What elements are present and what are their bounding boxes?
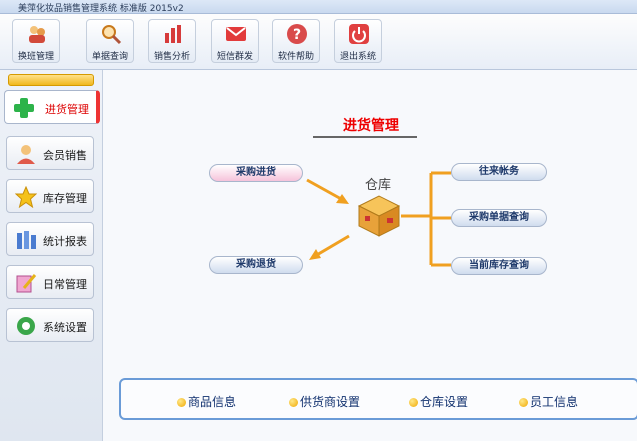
receipt-query-button[interactable]: 单据查询	[86, 19, 134, 63]
power-icon	[349, 24, 369, 44]
sidebar-item-purchase[interactable]: 进货管理	[4, 90, 100, 124]
envelope-icon	[226, 27, 246, 41]
svg-text:?: ?	[293, 27, 301, 43]
bullet-icon	[409, 398, 418, 407]
sales-analysis-button[interactable]: 销售分析	[148, 19, 196, 63]
title-underline	[313, 136, 417, 138]
shift-change-icon	[29, 26, 45, 43]
shift-change-button[interactable]: 换班管理	[12, 19, 60, 63]
plus-icon	[14, 98, 34, 118]
report-icon	[17, 231, 36, 249]
quick-link-label: 仓库设置	[420, 395, 469, 409]
flow-connectors	[306, 171, 451, 267]
purchase-return-button[interactable]: 采购退货	[209, 256, 303, 274]
sms-broadcast-label: 短信群发	[216, 52, 253, 62]
receipt-query-label: 单据查询	[91, 52, 128, 62]
sidebar-item-label: 会员销售	[43, 149, 87, 162]
software-help-button[interactable]: ? 软件帮助	[272, 19, 320, 63]
sidebar-item-label: 日常管理	[43, 278, 87, 291]
sidebar-item-label: 统计报表	[43, 235, 87, 248]
shift-change-label: 换班管理	[17, 52, 54, 62]
sidebar-item-daily[interactable]: 日常管理	[6, 265, 94, 299]
toolbar: 换班管理 单据查询 销售分析 短信群发 ? 软件帮助	[0, 14, 637, 70]
software-help-label: 软件帮助	[277, 52, 314, 62]
warehouse-label: 仓库	[365, 178, 392, 193]
daily-icon	[16, 274, 37, 293]
sidebar-item-label: 进货管理	[45, 103, 89, 116]
bullet-icon	[177, 398, 186, 407]
sidebar: 进货管理 会员销售 库存管理 统计报表 日常管理	[0, 70, 102, 441]
window-title: 美萍化妆品销售管理系统 标准版 2015v2	[18, 4, 184, 14]
sales-analysis-label: 销售分析	[153, 52, 190, 62]
help-icon: ?	[287, 24, 307, 44]
sidebar-item-settings[interactable]: 系统设置	[6, 308, 94, 342]
page-title: 进货管理	[343, 118, 399, 134]
sidebar-item-label: 库存管理	[43, 192, 87, 205]
settings-gear-icon	[17, 317, 35, 335]
main-panel: 进货管理 采购进货 采购退货 仓库 往来帐务 采购单据查询 当前库存查询 商品信…	[102, 70, 637, 441]
quick-links-panel: 商品信息 供货商设置 仓库设置 员工信息	[119, 378, 637, 420]
purchase-in-button[interactable]: 采购进货	[209, 164, 303, 182]
star-icon	[15, 186, 37, 208]
current-stock-query-button[interactable]: 当前库存查询	[451, 257, 547, 275]
title-bar: 美萍化妆品销售管理系统 标准版 2015v2	[0, 0, 637, 14]
quick-link-product-info[interactable]: 商品信息	[177, 393, 236, 410]
bullet-icon	[289, 398, 298, 407]
purchase-receipt-query-button[interactable]: 采购单据查询	[451, 209, 547, 227]
sidebar-item-reports[interactable]: 统计报表	[6, 222, 94, 256]
exit-system-button[interactable]: 退出系统	[334, 19, 382, 63]
bar-chart-icon	[165, 25, 181, 43]
magnifier-icon	[102, 25, 122, 45]
account-dealings-button[interactable]: 往来帐务	[451, 163, 547, 181]
sidebar-item-member-sales[interactable]: 会员销售	[6, 136, 94, 170]
member-icon	[17, 145, 35, 164]
warehouse-box-icon	[357, 195, 401, 237]
quick-link-label: 员工信息	[530, 395, 579, 409]
sidebar-item-label: 系统设置	[43, 321, 87, 334]
quick-link-label: 商品信息	[188, 395, 237, 409]
sidebar-header-bar	[8, 74, 94, 86]
quick-link-supplier-settings[interactable]: 供货商设置	[289, 393, 360, 410]
quick-link-warehouse-settings[interactable]: 仓库设置	[409, 393, 468, 410]
sms-broadcast-button[interactable]: 短信群发	[211, 19, 259, 63]
bullet-icon	[519, 398, 528, 407]
quick-link-label: 供货商设置	[300, 395, 361, 409]
quick-link-staff-info[interactable]: 员工信息	[519, 393, 578, 410]
sidebar-item-inventory[interactable]: 库存管理	[6, 179, 94, 213]
exit-system-label: 退出系统	[339, 52, 376, 62]
